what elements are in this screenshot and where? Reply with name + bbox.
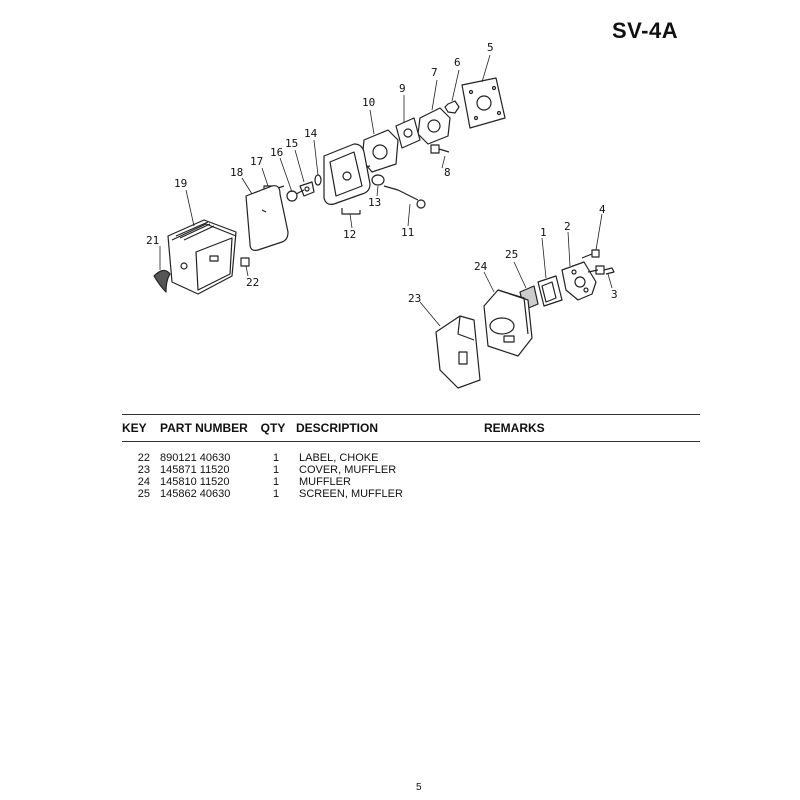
knob-drawing	[153, 269, 171, 293]
header-remarks: REMARKS	[484, 421, 545, 435]
page-title: SV-4A	[612, 18, 679, 43]
callout-17: 17	[250, 155, 263, 168]
callout-4: 4	[599, 203, 606, 216]
header-description: DESCRIPTION	[296, 421, 379, 435]
spacer-drawing	[371, 174, 385, 186]
cell-key: 25	[137, 488, 150, 500]
muffler-drawing	[483, 289, 533, 357]
table-header-rule	[122, 441, 700, 442]
insulator-drawing	[417, 107, 451, 145]
table-row: 25 145862 40630 1 SCREEN, MUFFLER	[122, 488, 700, 500]
callout-2: 2	[564, 220, 571, 233]
cell-qty: 1	[272, 488, 280, 500]
exploded-parts-diagram: 5 6 7 9 10 8 14 15 16 17 18 19 21 22 13 …	[146, 41, 618, 389]
air-filter-drawing	[245, 185, 289, 251]
callout-15: 15	[285, 137, 298, 150]
callout-6: 6	[454, 56, 461, 69]
callout-7: 7	[431, 66, 438, 79]
cell-description: COVER, MUFFLER	[299, 464, 397, 476]
table-top-rule	[122, 414, 700, 415]
choke-shaft-drawing	[286, 189, 305, 202]
header-qty: QTY	[260, 421, 286, 435]
header-part-number: PART NUMBER	[160, 421, 248, 435]
muffler-plate-drawing	[561, 261, 597, 301]
gasket-drawing	[395, 117, 421, 149]
table-body: 22 890121 40630 1 LABEL, CHOKE 23 145871…	[122, 452, 700, 500]
callout-5: 5	[487, 41, 494, 54]
screw-drawing	[430, 144, 450, 154]
cell-description: SCREEN, MUFFLER	[299, 488, 403, 500]
callout-22: 22	[246, 276, 259, 289]
callout-16: 16	[270, 146, 283, 159]
callout-21: 21	[146, 234, 159, 247]
cell-key: 22	[137, 452, 150, 464]
gasket-ring-drawing	[314, 174, 322, 186]
cell-key: 24	[137, 476, 150, 488]
air-cleaner-base-drawing	[323, 143, 371, 205]
table-header-row: KEY PART NUMBER QTY DESCRIPTION REMARKS	[122, 415, 700, 441]
muffler-gasket-drawing	[537, 275, 563, 307]
cell-description: LABEL, CHOKE	[299, 452, 379, 464]
callout-10: 10	[362, 96, 375, 109]
bolt-drawing	[581, 249, 600, 259]
callout-23: 23	[408, 292, 421, 305]
table-row: 24 145810 11520 1 MUFFLER	[122, 476, 700, 488]
callout-18: 18	[230, 166, 243, 179]
cell-part-number: 145862 40630	[160, 488, 231, 500]
page-number: 5	[416, 782, 422, 793]
header-key: KEY	[122, 421, 147, 435]
choke-rod-drawing	[383, 185, 426, 209]
parts-table: KEY PART NUMBER QTY DESCRIPTION REMARKS …	[122, 414, 700, 500]
label-drawing	[240, 257, 250, 267]
cell-qty: 1	[272, 464, 280, 476]
bolt-drawing	[587, 265, 615, 275]
callout-3: 3	[611, 288, 618, 301]
cell-part-number: 890121 40630	[160, 452, 231, 464]
table-row: 22 890121 40630 1 LABEL, CHOKE	[122, 452, 700, 464]
callout-19: 19	[174, 177, 187, 190]
muffler-cover-drawing	[435, 315, 481, 389]
callout-13: 13	[368, 196, 381, 209]
cell-qty: 1	[272, 452, 280, 464]
callout-25: 25	[505, 248, 518, 261]
nut-drawing	[444, 100, 460, 114]
cell-part-number: 145810 11520	[160, 476, 230, 488]
callout-14: 14	[304, 127, 318, 140]
cell-part-number: 145871 11520	[160, 464, 230, 476]
callout-24: 24	[474, 260, 488, 273]
callout-8: 8	[444, 166, 451, 179]
callout-1: 1	[540, 226, 547, 239]
callout-11: 11	[401, 226, 414, 239]
air-cleaner-cover-drawing	[167, 219, 237, 295]
gasket-drawing	[461, 77, 506, 129]
choke-lever-drawing	[299, 181, 315, 197]
cell-qty: 1	[272, 476, 280, 488]
cell-description: MUFFLER	[299, 476, 351, 488]
callout-9: 9	[399, 82, 406, 95]
callout-12: 12	[343, 228, 356, 241]
callout-labels: 5 6 7 9 10 8 14 15 16 17 18 19 21 22 13 …	[146, 41, 618, 305]
table-row: 23 145871 11520 1 COVER, MUFFLER	[122, 464, 700, 476]
cell-key: 23	[137, 464, 150, 476]
